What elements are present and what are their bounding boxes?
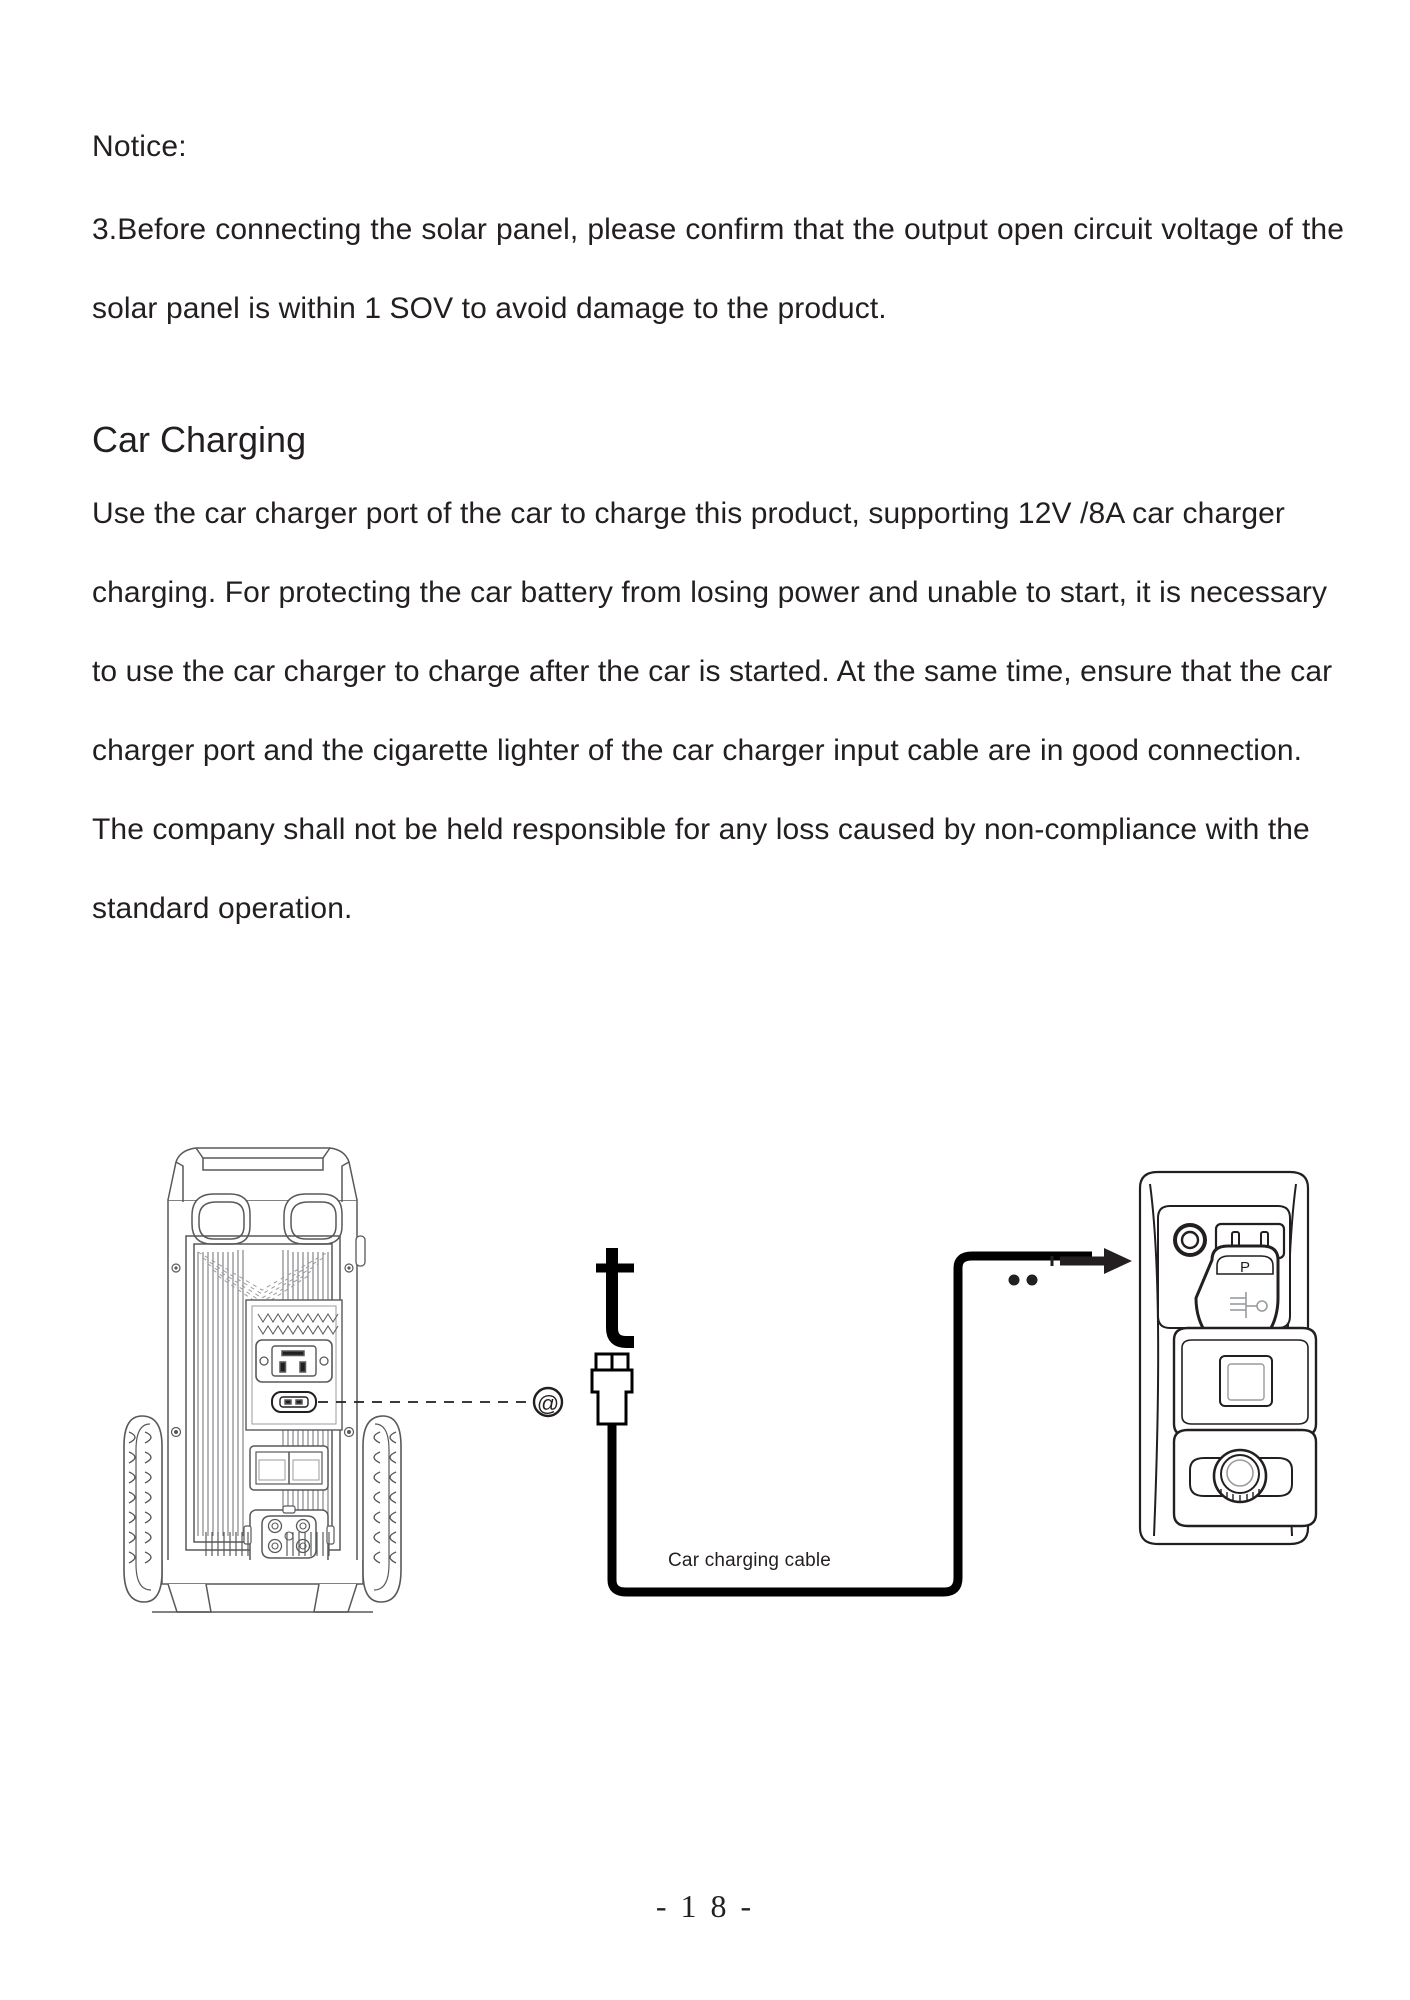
notice-label: Notice: [92,130,187,163]
port-marker-glyph: @ [537,1391,559,1416]
car-charging-body: Use the car charger port of the car to c… [92,497,1333,925]
cup-holder [1172,1428,1318,1528]
cable-motion-dots [1008,1274,1038,1286]
transport-wheels [123,1415,402,1603]
cigarette-lighter-socket [1173,1223,1207,1257]
vent-grille [257,1313,339,1335]
car-charging-diagram: @ [0,1140,1410,1700]
car-center-console: P [1138,1170,1318,1546]
notice-item-3: 3.Before connecting the solar panel, ple… [92,213,1344,325]
page-content: Notice: 3.Before connecting the solar pa… [92,132,1344,948]
dc-port-callout: @ [318,1386,564,1418]
shifter-base-tray [1172,1326,1318,1438]
insert-arrow [1050,1248,1132,1274]
gear-position-label: P [1240,1259,1250,1276]
section-heading-car-charging: Car Charging [92,419,307,460]
anderson-connector-port [243,1505,335,1575]
dc-input-port [271,1391,317,1413]
ac-outlet [255,1339,333,1383]
xt60-port [249,1445,329,1491]
car-charging-cable-label: Car charging cable [668,1550,832,1571]
page-number: - 1 8 - [655,1888,755,1924]
power-station-rear-view [123,1147,402,1613]
car-charging-cable-path [607,1251,1092,1597]
dc-barrel-plug [590,1248,634,1426]
